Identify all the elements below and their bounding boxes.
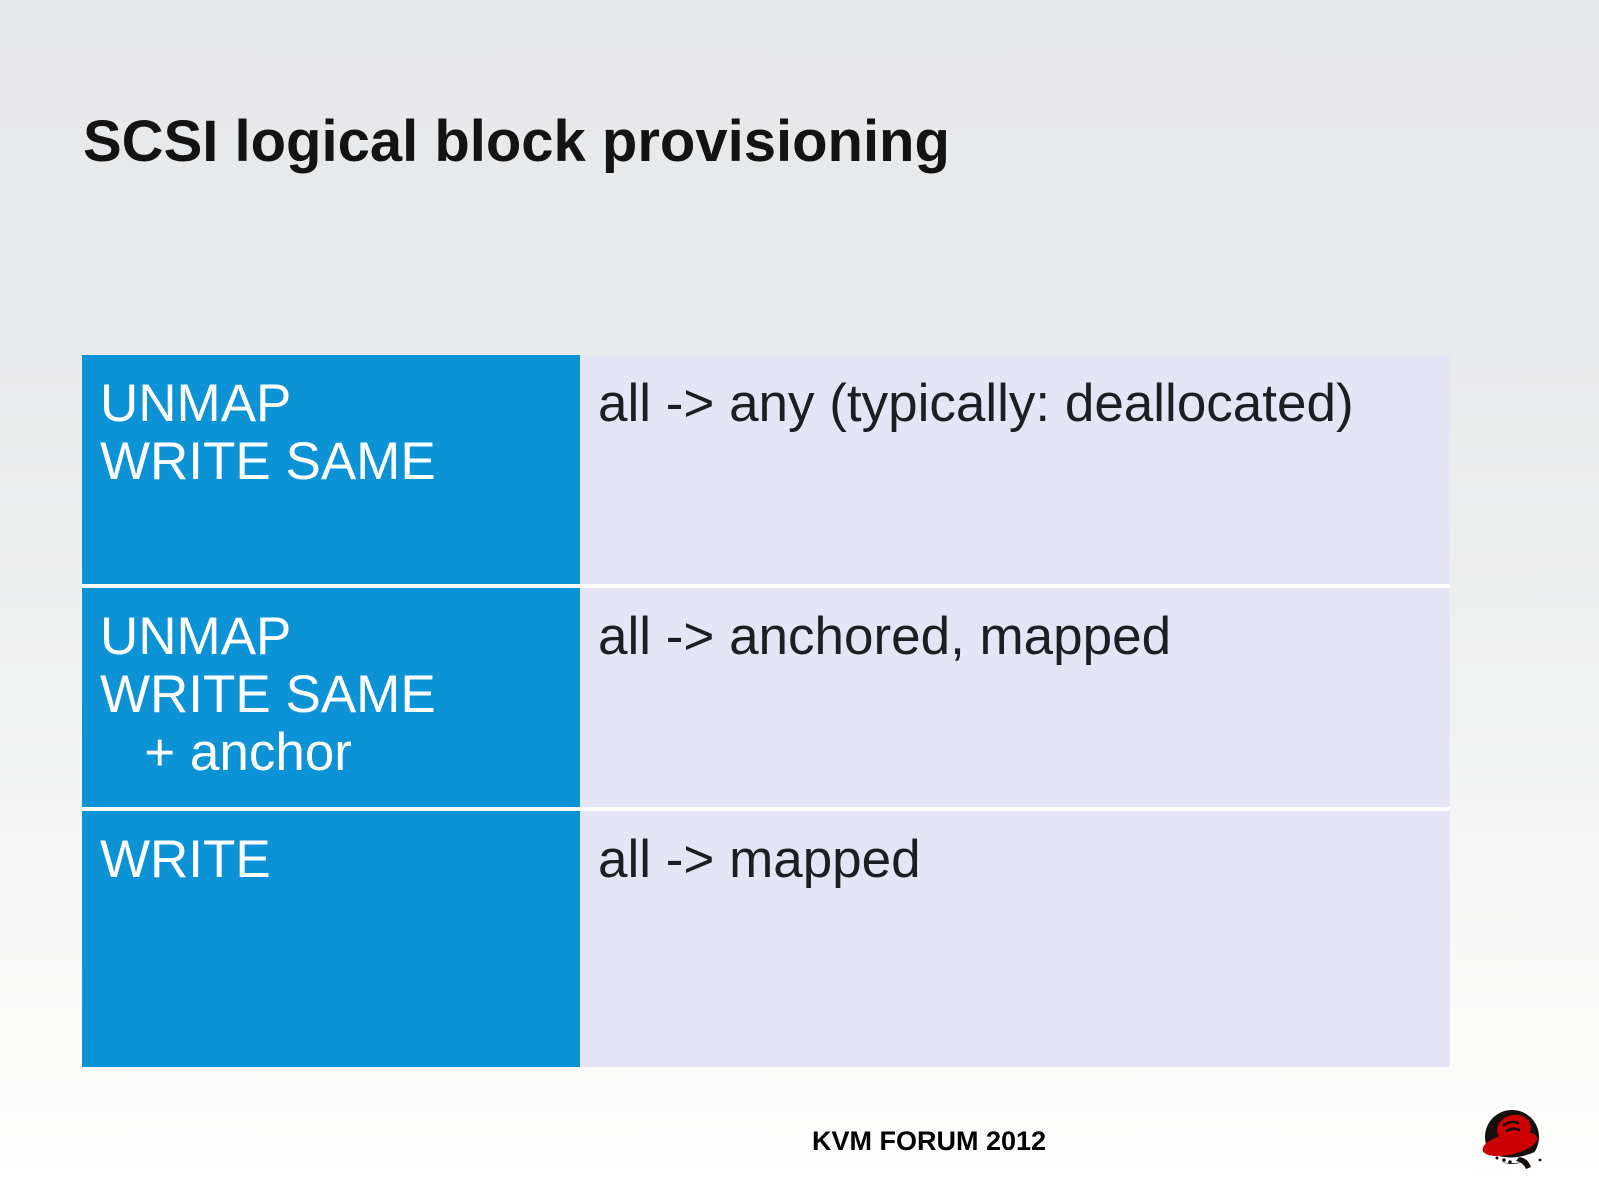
table-row: WRITE all -> mapped bbox=[82, 811, 1450, 1067]
footer-text: KVM FORUM 2012 bbox=[812, 1126, 1047, 1156]
table-row: UNMAP WRITE SAME all -> any (typically: … bbox=[82, 355, 1450, 584]
provisioning-table: UNMAP WRITE SAME all -> any (typically: … bbox=[82, 355, 1450, 1067]
result-cell: all -> anchored, mapped bbox=[580, 588, 1450, 807]
command-cell: WRITE bbox=[82, 811, 580, 1067]
command-cell: UNMAP WRITE SAME + anchor bbox=[82, 588, 580, 807]
command-cell: UNMAP WRITE SAME bbox=[82, 355, 580, 584]
page-title: SCSI logical block provisioning bbox=[83, 109, 950, 174]
table-row: UNMAP WRITE SAME + anchor all -> anchore… bbox=[82, 588, 1450, 807]
red-hat-shadowman-logo-icon bbox=[1479, 1110, 1542, 1172]
result-cell: all -> mapped bbox=[580, 811, 1450, 1067]
result-cell: all -> any (typically: deallocated) bbox=[580, 355, 1450, 584]
